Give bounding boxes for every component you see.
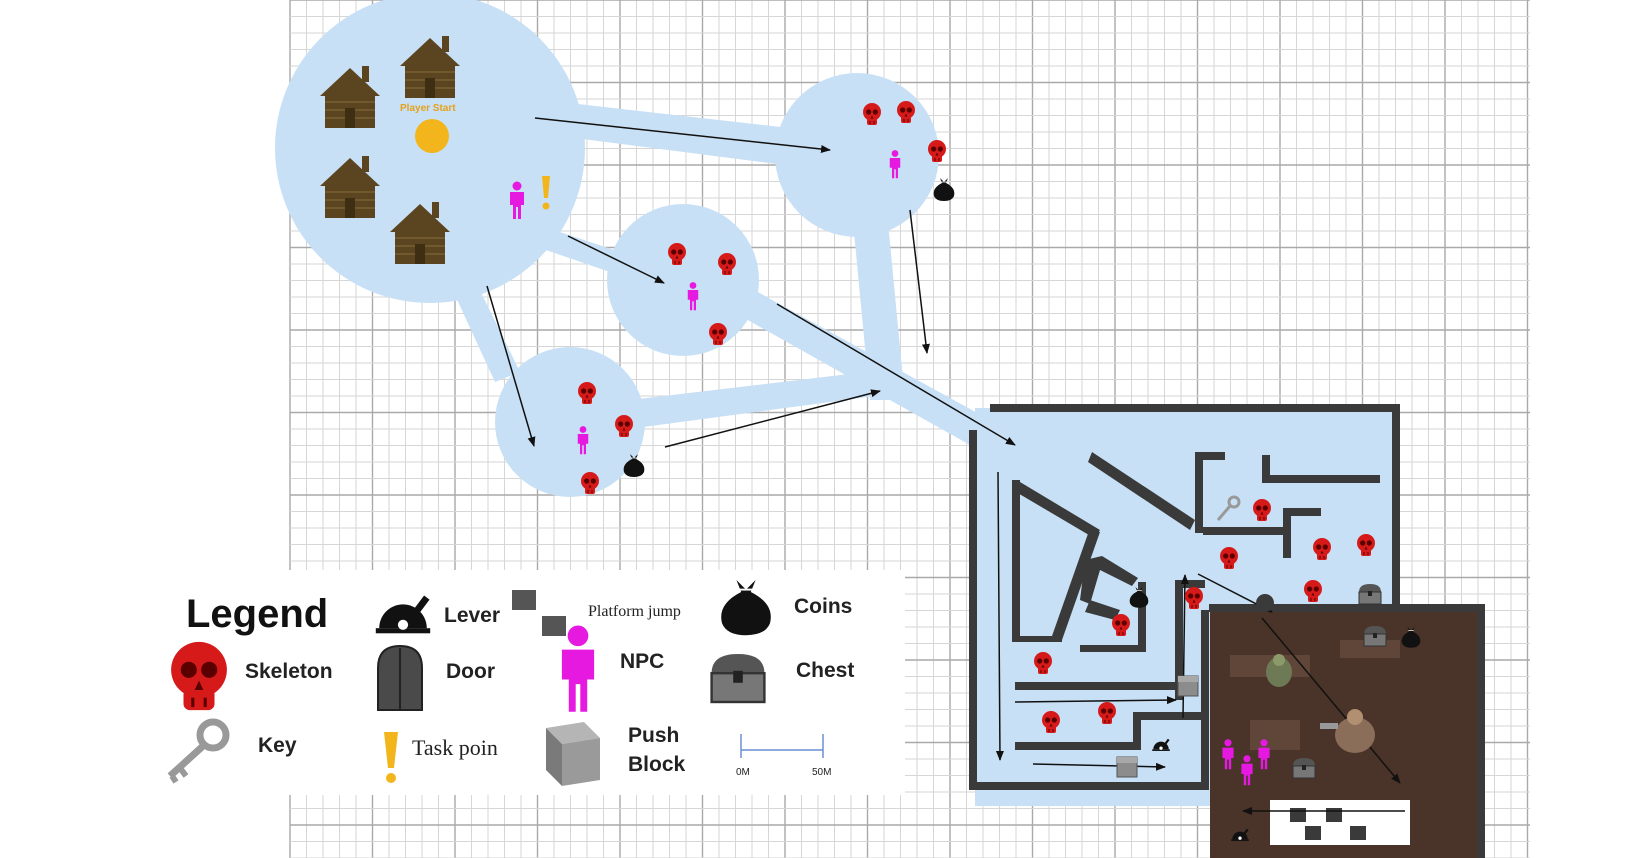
door-icon bbox=[1256, 594, 1274, 612]
legend-key-label: Key bbox=[258, 734, 297, 757]
legend-lever-label: Lever bbox=[444, 604, 500, 627]
legend-coins-label: Coins bbox=[794, 595, 852, 618]
chest-icon bbox=[710, 652, 766, 704]
dungeon-walls bbox=[969, 404, 1485, 858]
legend-push-label: Push bbox=[628, 724, 679, 747]
legend-platform-label: Platform jump bbox=[588, 603, 681, 620]
scale-bar bbox=[740, 734, 824, 758]
boss-monster-icon bbox=[1320, 709, 1375, 753]
legend-npc-label: NPC bbox=[620, 650, 664, 673]
key-icon bbox=[1216, 495, 1241, 521]
platform-icon bbox=[542, 616, 566, 636]
legend-door-label: Door bbox=[446, 660, 495, 683]
chest-icon bbox=[1358, 583, 1382, 605]
chest-icon bbox=[1363, 625, 1387, 647]
legend-block-label: Block bbox=[628, 753, 686, 776]
monster-icon bbox=[1266, 654, 1292, 687]
legend-chest-label: Chest bbox=[796, 659, 854, 682]
legend-title: Legend bbox=[186, 592, 328, 636]
push-block-icon bbox=[1116, 756, 1138, 778]
chest-icon bbox=[1292, 757, 1316, 779]
legend: Legend Skeleton Key Lever Door Task poin… bbox=[160, 570, 905, 795]
legend-skeleton-label: Skeleton bbox=[245, 660, 333, 683]
path-arrows bbox=[486, 117, 1405, 815]
task-point-icon bbox=[542, 176, 550, 210]
scale-start-label: 0M bbox=[736, 767, 750, 778]
push-block-icon bbox=[1177, 675, 1199, 697]
task-point-icon bbox=[384, 732, 398, 783]
push-block-icon bbox=[546, 722, 600, 786]
door-icon bbox=[377, 644, 423, 711]
key-icon bbox=[167, 718, 230, 784]
player-start-label: Player Start bbox=[400, 103, 456, 114]
platform-icon bbox=[512, 590, 536, 610]
player-start-marker bbox=[415, 119, 449, 153]
legend-task-point-label: Task poin bbox=[412, 735, 498, 760]
scale-end-label: 50M bbox=[812, 767, 831, 778]
